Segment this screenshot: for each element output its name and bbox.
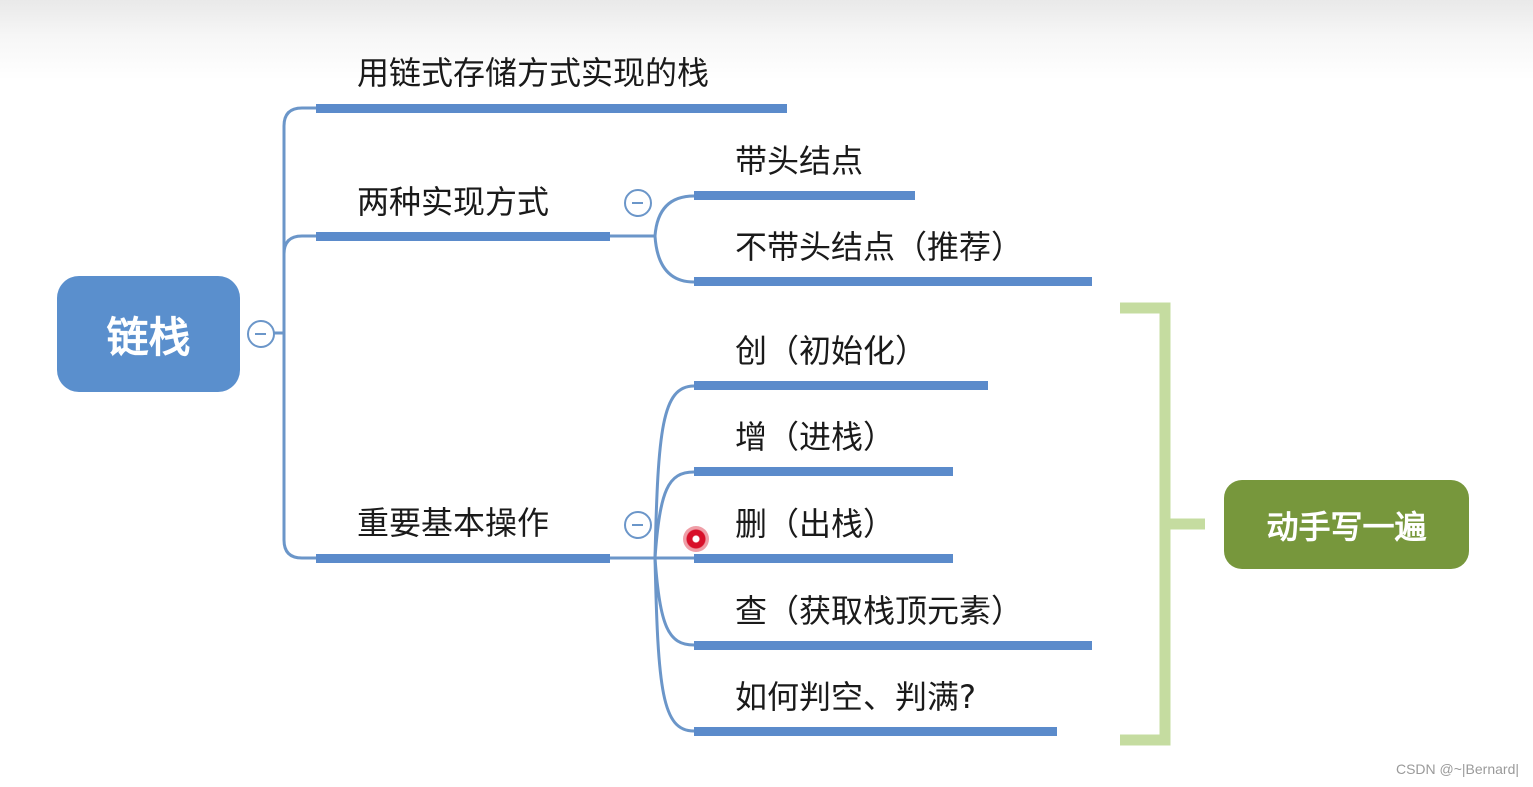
- operations-collapse-button[interactable]: [624, 511, 652, 539]
- underline-op-1: [694, 381, 988, 390]
- underline-impl-2: [694, 277, 1092, 286]
- root-node[interactable]: 链栈: [57, 276, 240, 392]
- ops-link-4: [653, 556, 696, 647]
- ops-link-2: [653, 470, 696, 560]
- underline-op-3: [694, 554, 953, 563]
- summary-bracket: [1120, 302, 1171, 746]
- op-label-5: 如何判空、判满?: [735, 678, 976, 716]
- summary-node[interactable]: 动手写一遍: [1224, 480, 1469, 569]
- ops-link-5: [653, 556, 696, 733]
- impl-label-2: 不带头结点（推荐）: [735, 228, 1024, 266]
- level1-label-1: 用链式存储方式实现的栈: [357, 54, 710, 92]
- trunk-upper: [282, 106, 318, 335]
- underline-level1-3: [316, 554, 610, 563]
- ops-link-1: [653, 384, 696, 560]
- impl-link-upper: [653, 194, 696, 238]
- implementations-collapse-button[interactable]: [624, 189, 652, 217]
- underline-op-5: [694, 727, 1057, 736]
- op-label-2: 增（进栈）: [735, 418, 896, 456]
- op-label-3: 删（出栈）: [735, 505, 896, 543]
- pointer-cursor-icon: [683, 526, 709, 552]
- op-label-1: 创（初始化）: [735, 332, 928, 370]
- top-shade: [0, 0, 1533, 80]
- level1-label-3: 重要基本操作: [357, 504, 550, 542]
- underline-level1-2: [316, 232, 610, 241]
- impl-label-1: 带头结点: [735, 142, 864, 180]
- underline-impl-1: [694, 191, 915, 200]
- trunk-lower: [282, 331, 318, 560]
- level1-label-2: 两种实现方式: [357, 183, 550, 221]
- op-label-4: 查（获取栈顶元素）: [735, 592, 1024, 630]
- underline-level1-1: [316, 104, 787, 113]
- underline-op-4: [694, 641, 1092, 650]
- underline-op-2: [694, 467, 953, 476]
- impl-link-lower: [653, 234, 696, 284]
- trunk-middle: [282, 234, 318, 335]
- root-collapse-button[interactable]: [247, 320, 275, 348]
- watermark: CSDN @~|Bernard|: [1395, 761, 1519, 777]
